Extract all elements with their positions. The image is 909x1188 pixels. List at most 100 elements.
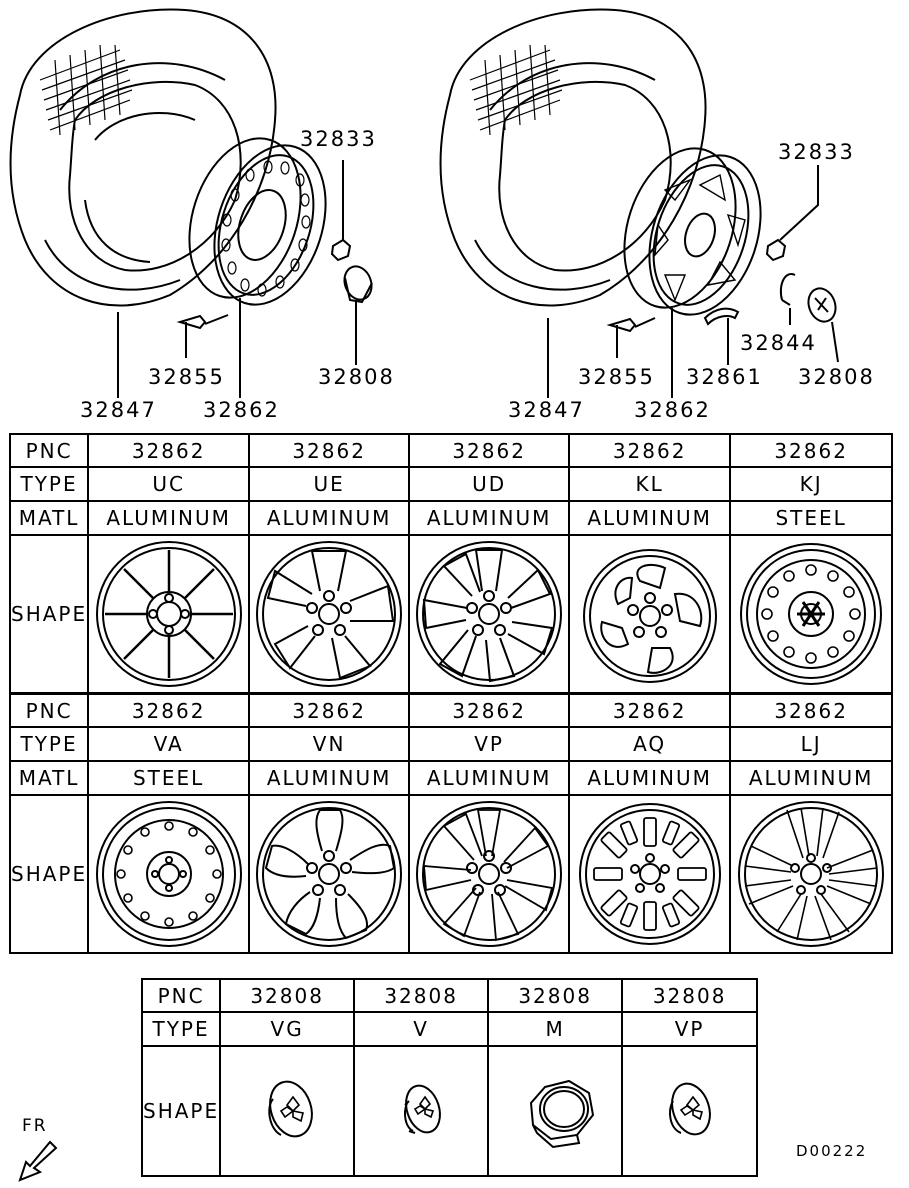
wheel-vn-icon bbox=[256, 801, 403, 947]
hub-cap-m-icon bbox=[530, 1079, 595, 1149]
cell-pnc: 32808 bbox=[353, 978, 490, 1013]
wheel-va-icon bbox=[96, 801, 243, 947]
left-hub-cap-illustration bbox=[343, 265, 373, 365]
cell-matl: STEEL bbox=[729, 500, 894, 536]
cell-pnc: 32862 bbox=[87, 433, 251, 468]
row-label-pnc: PNC bbox=[8, 433, 90, 468]
right-tire-illustration bbox=[439, 8, 707, 307]
hub-cap-vg-icon bbox=[268, 1080, 314, 1138]
row-label-pnc: PNC bbox=[140, 978, 222, 1013]
shape-cell bbox=[353, 1045, 490, 1177]
cell-type: AQ bbox=[568, 726, 732, 762]
wheel-vp-icon bbox=[416, 801, 563, 947]
row-label-type: TYPE bbox=[140, 1011, 222, 1047]
shape-cell bbox=[621, 1045, 759, 1177]
cell-pnc: 32862 bbox=[248, 433, 411, 468]
cell-matl: ALUMINUM bbox=[568, 760, 732, 796]
cell-pnc: 32862 bbox=[729, 433, 894, 468]
shape-cell bbox=[568, 534, 732, 694]
callout-left-32855: 32855 bbox=[148, 365, 225, 389]
shape-cell bbox=[568, 794, 732, 954]
row-label-matl: MATL bbox=[8, 760, 90, 796]
row-label-shape: SHAPE bbox=[8, 534, 90, 694]
cell-matl: STEEL bbox=[87, 760, 251, 796]
cell-matl: ALUMINUM bbox=[408, 500, 571, 536]
callout-right-32808: 32808 bbox=[798, 365, 875, 389]
row-label-shape: SHAPE bbox=[8, 794, 90, 954]
cell-pnc: 32862 bbox=[729, 693, 894, 728]
right-hub-cap-illustration bbox=[807, 287, 839, 363]
cell-type: VP bbox=[621, 1011, 759, 1047]
callout-right-32855: 32855 bbox=[578, 365, 655, 389]
right-valve-illustration bbox=[606, 317, 656, 358]
cell-type: VG bbox=[219, 1011, 356, 1047]
cell-pnc: 32808 bbox=[621, 978, 759, 1013]
right-balance-weight-illustration bbox=[703, 307, 740, 365]
row-label-type: TYPE bbox=[8, 726, 90, 762]
cell-pnc: 32862 bbox=[87, 693, 251, 728]
cell-type: UC bbox=[87, 466, 251, 502]
callout-right-32847: 32847 bbox=[508, 398, 585, 422]
wheel-kl-icon bbox=[583, 549, 718, 683]
left-wheel-nut-illustration bbox=[330, 160, 352, 262]
wheel-kj-icon bbox=[740, 543, 883, 685]
wheel-uc-icon bbox=[96, 541, 243, 687]
shape-cell bbox=[87, 794, 251, 954]
hub-cap-vp-icon bbox=[669, 1082, 712, 1136]
shape-cell bbox=[219, 1045, 356, 1177]
shape-cell bbox=[729, 534, 894, 694]
hub-cap-v-icon bbox=[404, 1084, 442, 1134]
cell-pnc: 32862 bbox=[568, 693, 732, 728]
left-steel-wheel-illustration bbox=[188, 137, 327, 306]
cell-type: V bbox=[353, 1011, 490, 1047]
shape-cell bbox=[87, 534, 251, 694]
row-label-matl: MATL bbox=[8, 500, 90, 536]
cell-pnc: 32808 bbox=[487, 978, 624, 1013]
front-label: FR bbox=[22, 1116, 48, 1136]
wheel-table-1: PNC 32862 32862 32862 32862 32862 TYPE U… bbox=[8, 433, 894, 694]
wheel-ud-icon bbox=[416, 541, 563, 687]
row-label-type: TYPE bbox=[8, 466, 90, 502]
cell-type: KJ bbox=[729, 466, 894, 502]
cell-type: LJ bbox=[729, 726, 894, 762]
left-valve-illustration bbox=[176, 314, 229, 358]
callout-left-32862: 32862 bbox=[203, 398, 280, 422]
diagram-code: D00222 bbox=[796, 1142, 868, 1160]
hub-cap-table: PNC 32808 32808 32808 32808 TYPE VG V M … bbox=[140, 978, 759, 1177]
cell-pnc: 32862 bbox=[408, 433, 571, 468]
cell-pnc: 32862 bbox=[568, 433, 732, 468]
callout-right-32833: 32833 bbox=[778, 140, 855, 164]
cell-type: UE bbox=[248, 466, 411, 502]
shape-cell bbox=[487, 1045, 624, 1177]
callout-left-32847: 32847 bbox=[80, 398, 157, 422]
left-tire-illustration bbox=[9, 8, 277, 307]
cell-pnc: 32862 bbox=[408, 693, 571, 728]
wheel-ue-icon bbox=[256, 541, 403, 687]
cell-matl: ALUMINUM bbox=[87, 500, 251, 536]
callout-right-32844: 32844 bbox=[740, 331, 817, 355]
cell-matl: ALUMINUM bbox=[248, 760, 411, 796]
right-wheel-nut-illustration bbox=[765, 165, 819, 262]
shape-cell bbox=[248, 794, 411, 954]
row-label-pnc: PNC bbox=[8, 693, 90, 728]
wheel-lj-icon bbox=[738, 801, 885, 947]
cell-type: VN bbox=[248, 726, 411, 762]
wheel-table-2: PNC 32862 32862 32862 32862 32862 TYPE V… bbox=[8, 693, 894, 954]
cell-matl: ALUMINUM bbox=[568, 500, 732, 536]
callout-left-32808: 32808 bbox=[318, 365, 395, 389]
cell-pnc: 32862 bbox=[248, 693, 411, 728]
callout-right-32861: 32861 bbox=[686, 365, 763, 389]
right-alloy-wheel-illustration bbox=[623, 147, 762, 316]
callout-left-32833: 32833 bbox=[300, 127, 377, 151]
cell-type: VA bbox=[87, 726, 251, 762]
cell-matl: ALUMINUM bbox=[248, 500, 411, 536]
cell-matl: ALUMINUM bbox=[729, 760, 894, 796]
cell-matl: ALUMINUM bbox=[408, 760, 571, 796]
cell-type: M bbox=[487, 1011, 624, 1047]
wheel-aq-icon bbox=[579, 803, 722, 945]
right-clip-illustration bbox=[779, 273, 796, 325]
front-arrow-icon bbox=[18, 1140, 58, 1182]
cell-type: VP bbox=[408, 726, 571, 762]
callout-right-32862: 32862 bbox=[634, 398, 711, 422]
assembly-drawings bbox=[9, 8, 839, 398]
